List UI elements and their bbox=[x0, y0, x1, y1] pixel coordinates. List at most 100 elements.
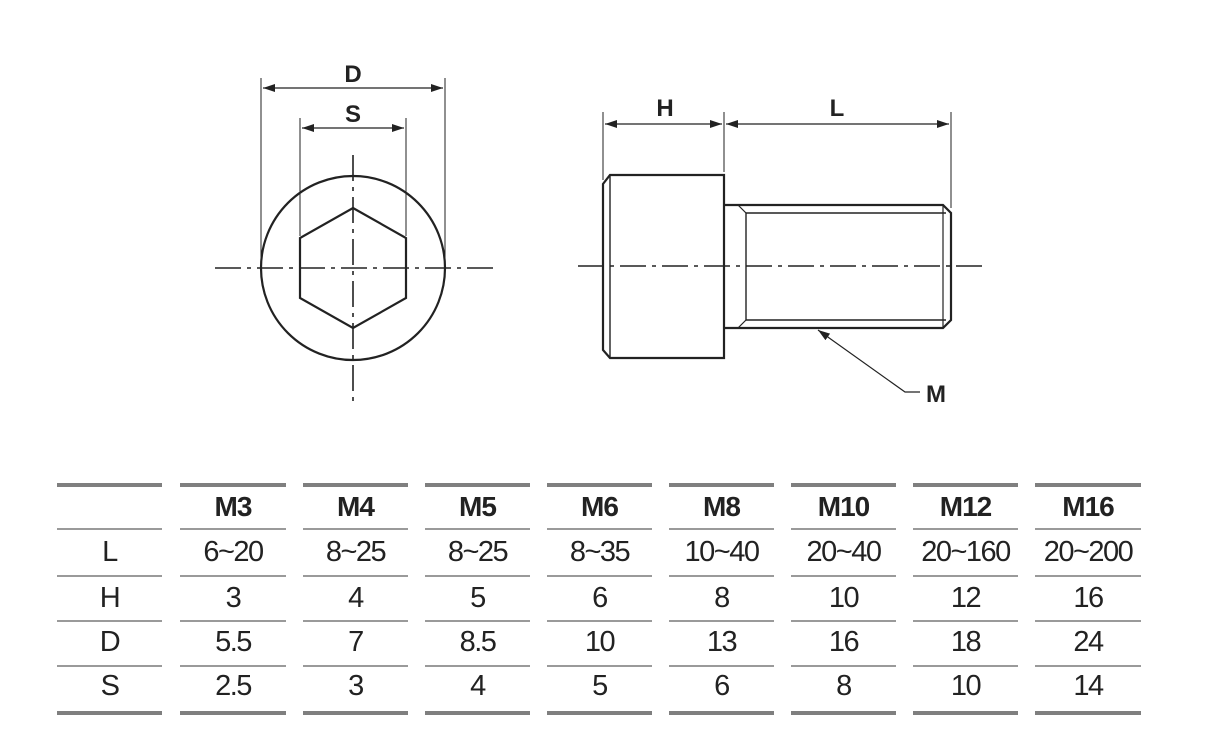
table-cell: 16 bbox=[1073, 582, 1104, 614]
table-cell: 8~25 bbox=[325, 536, 387, 568]
table-rule bbox=[669, 528, 774, 530]
table-rule bbox=[547, 620, 652, 622]
table-rule bbox=[57, 575, 162, 577]
column-header: M12 bbox=[939, 491, 992, 522]
table-rule bbox=[669, 620, 774, 622]
table-rule bbox=[180, 620, 286, 622]
label-m: M bbox=[926, 381, 946, 408]
table-rule bbox=[425, 575, 530, 577]
table-rule bbox=[913, 528, 1018, 530]
table-cell: 10 bbox=[950, 670, 982, 702]
table-cell: 2.5 bbox=[215, 670, 252, 702]
table-cell: 20~200 bbox=[1043, 536, 1134, 568]
table-rule bbox=[425, 711, 530, 715]
table-rule bbox=[303, 620, 408, 622]
label-h: H bbox=[656, 95, 673, 122]
table-rule bbox=[791, 711, 896, 715]
column-header: M4 bbox=[337, 491, 375, 522]
table-rule bbox=[791, 620, 896, 622]
table-rule bbox=[669, 665, 774, 667]
table-rule bbox=[57, 665, 162, 667]
table-cell: 6 bbox=[714, 670, 730, 702]
table-rule bbox=[57, 620, 162, 622]
table-rule bbox=[180, 483, 286, 487]
table-rule bbox=[913, 665, 1018, 667]
table-cell: 10~40 bbox=[684, 536, 760, 568]
table-cell: 8~35 bbox=[569, 536, 631, 568]
table-rule bbox=[791, 483, 896, 487]
table-cell: 20~40 bbox=[806, 536, 882, 568]
table-cell: 4 bbox=[348, 582, 364, 614]
table-rule bbox=[1035, 483, 1141, 487]
table-rule bbox=[547, 665, 652, 667]
table-rule bbox=[1035, 711, 1141, 715]
table-cell: 20~160 bbox=[921, 536, 1011, 568]
table-rule bbox=[180, 665, 286, 667]
column-header: M5 bbox=[459, 491, 497, 522]
column-header: M3 bbox=[214, 491, 253, 522]
table-rule bbox=[303, 711, 408, 715]
row-label: S bbox=[100, 670, 120, 702]
table-cell: 8~25 bbox=[447, 536, 509, 568]
table-cell: 6 bbox=[592, 582, 608, 614]
table-cell: 8 bbox=[836, 670, 852, 702]
table-cell: 14 bbox=[1073, 670, 1104, 702]
m-leader-line bbox=[817, 329, 920, 393]
table-rule bbox=[303, 528, 408, 530]
table-rule bbox=[913, 575, 1018, 577]
table-rule bbox=[669, 575, 774, 577]
table-rule bbox=[180, 575, 286, 577]
table-cell: 12 bbox=[950, 582, 982, 614]
table-cell: 10 bbox=[584, 626, 616, 658]
table-cell: 3 bbox=[225, 582, 242, 614]
table-rule bbox=[669, 711, 774, 715]
table-rule bbox=[913, 620, 1018, 622]
table-rule bbox=[180, 711, 286, 715]
end-view bbox=[215, 78, 493, 405]
table-cell: 7 bbox=[348, 626, 364, 658]
table-rule bbox=[669, 483, 774, 487]
table-cell: 5.5 bbox=[215, 626, 252, 658]
row-label: L bbox=[102, 536, 118, 568]
label-d: D bbox=[344, 61, 361, 88]
table-cell: 24 bbox=[1073, 626, 1104, 658]
table-rule bbox=[180, 528, 286, 530]
table-rule bbox=[547, 528, 652, 530]
table-rule bbox=[1035, 528, 1141, 530]
table-rule bbox=[1035, 665, 1141, 667]
table-rule bbox=[791, 665, 896, 667]
row-label: D bbox=[99, 626, 121, 658]
column-header: M10 bbox=[817, 491, 870, 522]
column-header: M6 bbox=[581, 491, 619, 522]
table-rule bbox=[547, 483, 652, 487]
table-cell: 3 bbox=[348, 670, 364, 702]
table-rule bbox=[303, 665, 408, 667]
column-header: M16 bbox=[1062, 491, 1114, 522]
table-cell: 5 bbox=[592, 670, 608, 702]
table-rule bbox=[57, 711, 162, 715]
table-cell: 4 bbox=[470, 670, 486, 702]
table-cell: 5 bbox=[470, 582, 486, 614]
socket-head-cap-screw-drawing: D S H L M bbox=[215, 61, 982, 408]
table-rule bbox=[425, 620, 530, 622]
table-rule bbox=[303, 575, 408, 577]
table-rule bbox=[547, 711, 652, 715]
table-cell: 6~20 bbox=[203, 536, 264, 568]
table-rule bbox=[425, 665, 530, 667]
table-cell: 13 bbox=[706, 626, 738, 658]
table-cell: 18 bbox=[950, 626, 982, 658]
table-cell: 16 bbox=[828, 626, 860, 658]
table-rule bbox=[1035, 575, 1141, 577]
label-s: S bbox=[345, 101, 361, 128]
table-rule bbox=[913, 483, 1018, 487]
table-rule bbox=[425, 483, 530, 487]
table-cell: 8 bbox=[714, 582, 730, 614]
table-cell: 10 bbox=[828, 582, 860, 614]
table-rule bbox=[791, 528, 896, 530]
table-rule bbox=[913, 711, 1018, 715]
column-header: M8 bbox=[703, 491, 741, 522]
row-label: H bbox=[99, 582, 121, 614]
table-cell: 8.5 bbox=[459, 626, 497, 658]
threaded-shank bbox=[724, 203, 953, 330]
